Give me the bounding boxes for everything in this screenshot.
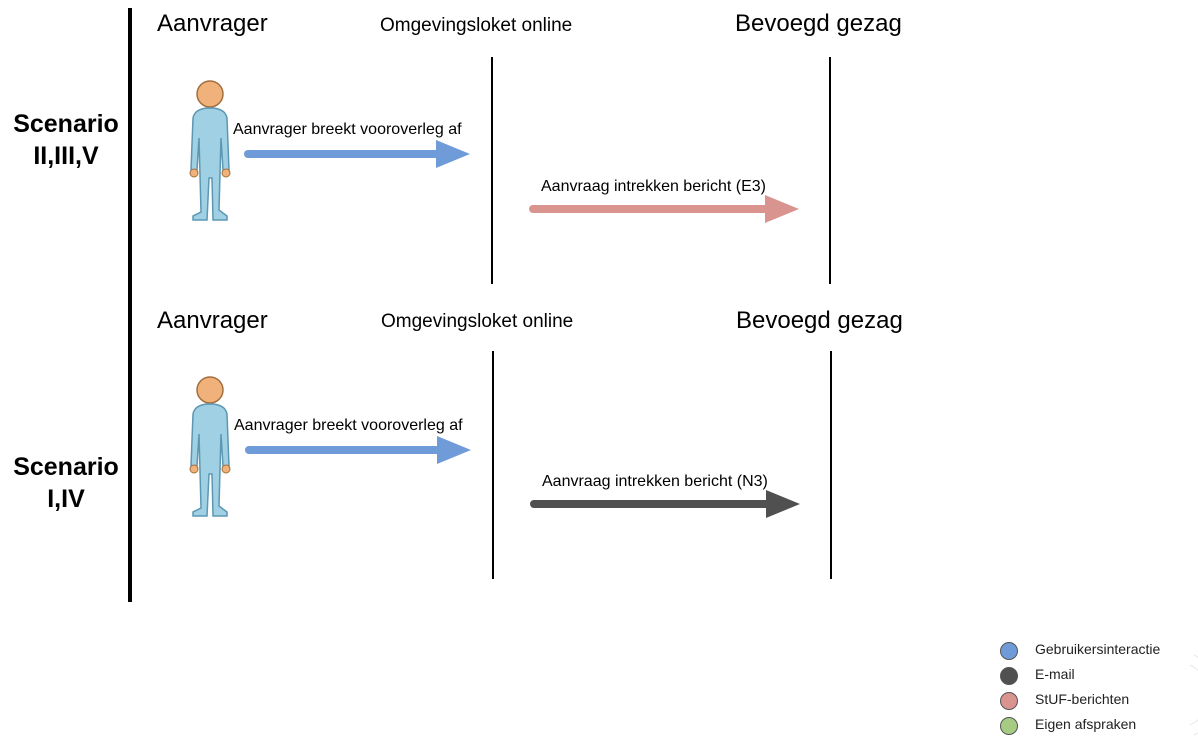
arrow-stuf-berichten-1 bbox=[529, 195, 799, 223]
message-label-1a: Aanvrager breekt vooroverleg af bbox=[233, 121, 462, 138]
actor-bevoegd-gezag-1: Bevoegd gezag bbox=[735, 10, 902, 37]
legend: Gebruikersinteractie E-mail StUF-bericht… bbox=[1000, 640, 1198, 740]
legend-item-gebruikersinteractie: Gebruikersinteractie bbox=[1000, 640, 1198, 662]
actor-aanvrager-2: Aanvrager bbox=[157, 307, 268, 334]
person-icon bbox=[189, 80, 231, 221]
legend-dot-blue-icon bbox=[1000, 642, 1018, 660]
actor-aanvrager-1: Aanvrager bbox=[157, 10, 268, 37]
message-label-2b: Aanvraag intrekken bericht (N3) bbox=[542, 473, 768, 490]
legend-label-eigen-afspraken: Eigen afspraken bbox=[1035, 716, 1137, 732]
legend-dot-darkgray-icon bbox=[1000, 667, 1018, 685]
legend-dot-green-icon bbox=[1000, 717, 1018, 735]
lifeline-omgevingsloket-1 bbox=[491, 57, 493, 284]
arrow-gebruikersinteractie-1 bbox=[244, 140, 470, 168]
watermark-decoration bbox=[1189, 645, 1198, 745]
scenario-label-1: Scenario II,III,V bbox=[0, 108, 132, 172]
scenario-label-1-line2: II,III,V bbox=[33, 142, 99, 170]
scenario-divider-line bbox=[128, 8, 132, 602]
actor-omgevingsloket-1: Omgevingsloket online bbox=[380, 15, 573, 36]
arrow-e-mail-2 bbox=[530, 490, 800, 518]
lifeline-omgevingsloket-2 bbox=[492, 351, 494, 579]
scenario-label-2-line1: Scenario bbox=[13, 453, 119, 481]
message-label-1b: Aanvraag intrekken bericht (E3) bbox=[541, 178, 766, 195]
actor-bevoegd-gezag-2: Bevoegd gezag bbox=[736, 307, 903, 334]
lifeline-bevoegd-gezag-2 bbox=[830, 351, 832, 579]
legend-dot-pink-icon bbox=[1000, 692, 1018, 710]
legend-item-eigen-afspraken: Eigen afspraken bbox=[1000, 715, 1198, 737]
scenario-label-1-line1: Scenario bbox=[13, 110, 119, 138]
legend-label-stuf-berichten: StUF-berichten bbox=[1035, 691, 1130, 707]
actor-omgevingsloket-2: Omgevingsloket online bbox=[381, 311, 574, 332]
scenario-label-2-line2: I,IV bbox=[47, 485, 85, 513]
person-icon bbox=[189, 376, 231, 517]
lifeline-bevoegd-gezag-1 bbox=[829, 57, 831, 284]
legend-label-gebruikersinteractie: Gebruikersinteractie bbox=[1035, 641, 1161, 657]
arrow-gebruikersinteractie-2 bbox=[245, 436, 471, 464]
message-label-2a: Aanvrager breekt vooroverleg af bbox=[234, 417, 463, 434]
legend-item-stuf-berichten: StUF-berichten bbox=[1000, 690, 1198, 712]
legend-label-e-mail: E-mail bbox=[1035, 666, 1075, 682]
legend-item-e-mail: E-mail bbox=[1000, 665, 1198, 687]
scenario-label-2: Scenario I,IV bbox=[0, 451, 132, 515]
